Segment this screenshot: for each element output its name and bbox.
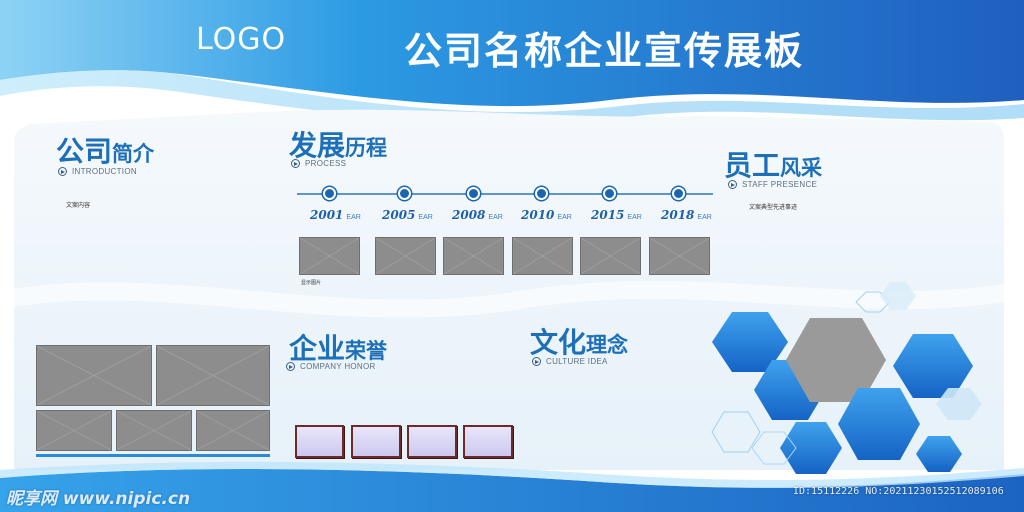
watermark-id: ID:15112226 NO:20211230152512089106 bbox=[793, 486, 1004, 497]
page-title: 公司名称企业宣传展板 bbox=[404, 29, 805, 73]
logo-text: LOGO bbox=[196, 22, 287, 57]
arrow-circle-icon bbox=[58, 167, 67, 176]
image-placeholder bbox=[196, 410, 270, 451]
photo-group-underline bbox=[36, 454, 270, 457]
intro-subtitle: INTRODUCTION bbox=[58, 167, 137, 176]
culture-title-big: 文化 bbox=[530, 326, 587, 359]
arrow-circle-icon bbox=[291, 159, 300, 168]
image-placeholder bbox=[116, 410, 192, 451]
timeline-dot bbox=[398, 187, 411, 200]
honor-title: 企业荣誉 bbox=[289, 327, 387, 367]
header-wave bbox=[0, 0, 1024, 107]
intro-title: 公司简介 bbox=[56, 130, 154, 170]
honor-frame bbox=[351, 425, 401, 458]
timeline-dot bbox=[535, 187, 548, 200]
header-wave-light bbox=[0, 70, 1024, 124]
image-placeholder bbox=[156, 345, 270, 406]
staff-body: 文案典型先进事迹 bbox=[749, 204, 798, 211]
honor-title-big: 企业 bbox=[289, 332, 346, 365]
process-subtitle: PROCESS bbox=[291, 159, 346, 168]
intro-title-big: 公司 bbox=[56, 135, 113, 168]
process-title: 发展历程 bbox=[289, 124, 387, 164]
culture-subtitle: CULTURE IDEA bbox=[532, 357, 608, 366]
process-caption: 显示图片 bbox=[301, 280, 322, 286]
staff-title: 员工风采 bbox=[724, 144, 822, 184]
timeline-dot bbox=[603, 187, 616, 200]
watermark-site: 昵享网 www.nipic.cn bbox=[6, 489, 191, 509]
staff-subtitle: STAFF PRESENCE bbox=[728, 180, 817, 189]
honor-title-small: 荣誉 bbox=[345, 339, 388, 363]
staff-title-big: 员工 bbox=[724, 149, 781, 182]
timeline-dot bbox=[672, 187, 685, 200]
image-placeholder bbox=[443, 237, 504, 275]
timeline-dot bbox=[467, 187, 480, 200]
hexagon-cluster bbox=[711, 282, 982, 474]
process-title-big: 发展 bbox=[289, 129, 346, 162]
image-placeholder bbox=[299, 237, 360, 275]
image-placeholder bbox=[649, 237, 710, 275]
intro-title-small: 简介 bbox=[112, 142, 155, 166]
culture-title-small: 理念 bbox=[586, 333, 629, 357]
honor-frame bbox=[295, 425, 344, 458]
image-placeholder bbox=[580, 237, 641, 275]
image-placeholder bbox=[375, 237, 436, 275]
arrow-circle-icon bbox=[728, 180, 737, 189]
arrow-circle-icon bbox=[532, 357, 541, 366]
image-placeholder bbox=[512, 237, 573, 275]
culture-title: 文化理念 bbox=[530, 321, 628, 361]
honor-frame bbox=[463, 425, 513, 458]
footer-wave bbox=[0, 469, 1024, 512]
honor-frame bbox=[407, 425, 457, 458]
image-placeholder bbox=[36, 345, 152, 406]
intro-body: 文案内容 bbox=[66, 202, 91, 209]
image-placeholder bbox=[36, 410, 112, 451]
honor-subtitle: COMPANY HONOR bbox=[286, 362, 376, 371]
timeline-dot bbox=[323, 187, 336, 200]
arrow-circle-icon bbox=[286, 362, 295, 371]
staff-title-small: 风采 bbox=[780, 156, 823, 180]
process-title-small: 历程 bbox=[345, 136, 388, 160]
